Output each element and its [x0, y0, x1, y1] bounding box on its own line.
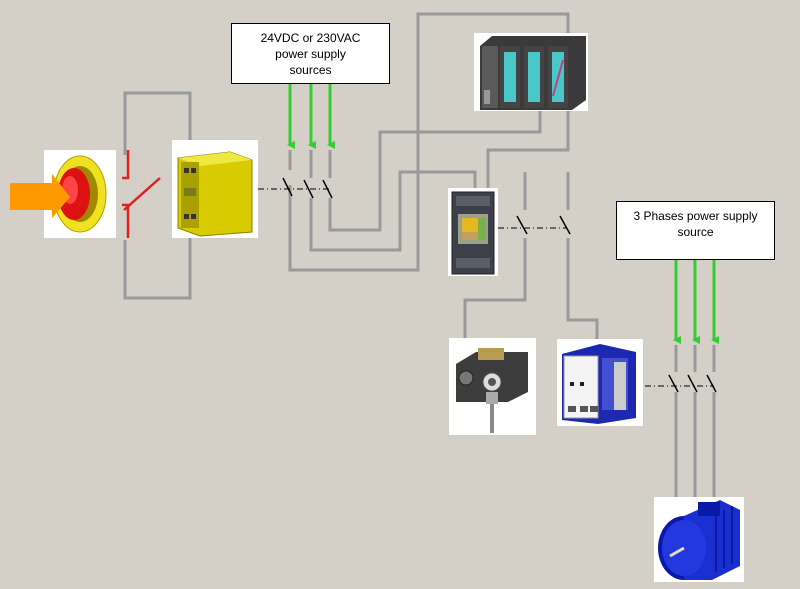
wire-dc-contact-2	[309, 170, 477, 252]
wire-estop-loop	[123, 91, 192, 155]
plc-icon	[474, 33, 588, 111]
wire-dc-contact-3	[328, 110, 542, 232]
wire-relay-limit	[463, 238, 527, 338]
motor-icon	[654, 497, 744, 582]
three-phase-supply-line-1: 3 Phases power supply	[633, 209, 758, 223]
dc-power-supply-line-2: power supply	[275, 47, 346, 61]
safety-relay-icon	[172, 140, 258, 238]
push-arrow-icon	[10, 174, 70, 218]
wire-estop-loop-bottom	[123, 238, 192, 300]
three-phase-supply-line-2: source	[677, 225, 714, 239]
supply-arrows	[287, 84, 719, 344]
wire-plc-relay	[486, 110, 570, 190]
dc-power-supply-label: 24VDC or 230VAC power supply sources	[231, 23, 390, 84]
limit-switch-icon	[449, 338, 536, 435]
emergency-contact	[122, 150, 161, 238]
wire-dc-contact-1	[288, 12, 570, 272]
relay-icon	[448, 188, 498, 276]
three-phase-supply-label: 3 Phases power supply source	[616, 201, 775, 260]
wires	[123, 12, 716, 498]
dc-power-supply-line-1: 24VDC or 230VAC	[260, 31, 361, 45]
emergency-stop-button-icon	[10, 150, 116, 238]
wire-relay-contactor	[566, 238, 599, 340]
contactor-icon	[557, 339, 643, 426]
dc-power-supply-line-3: sources	[289, 63, 332, 77]
